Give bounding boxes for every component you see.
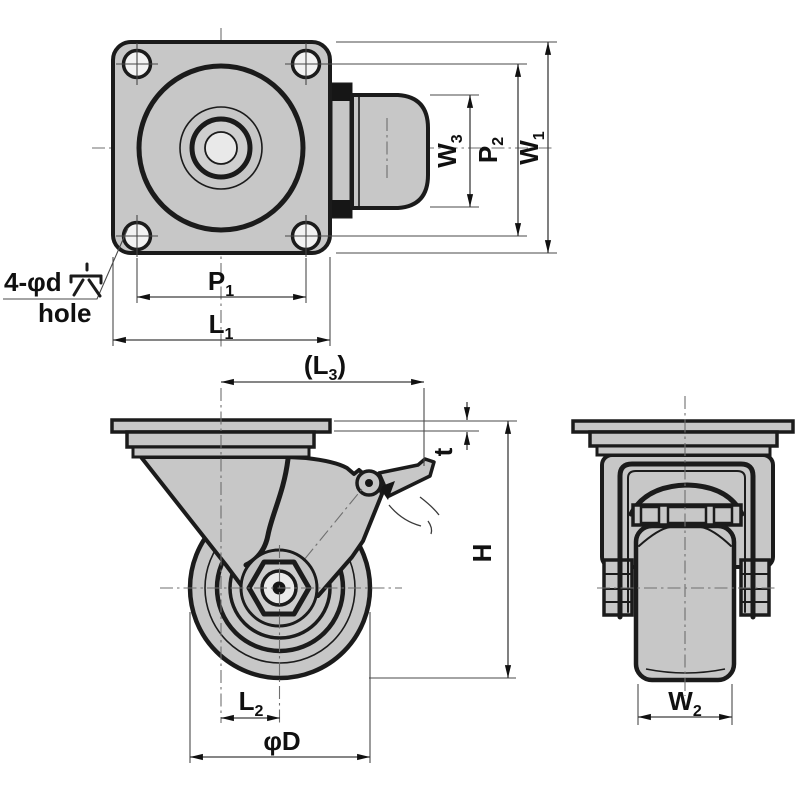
kingpin-center-circle: [204, 131, 238, 165]
dim-label-w3: W3: [432, 134, 466, 168]
front-view: W2: [571, 396, 795, 725]
brake-bar-segment: [639, 505, 661, 525]
bolt-hole-top-left: [116, 43, 158, 85]
top-view: 4-φd hole P1 L1 W3: [3, 28, 557, 348]
swivel-circle-mid: [179, 106, 263, 190]
dim-p1: P1: [136, 258, 307, 303]
dim-w3: W3: [430, 94, 479, 208]
fork-bracket-front: [617, 461, 756, 620]
brake-shoe-wedge: [379, 481, 395, 500]
dim-label-h: H: [467, 544, 497, 563]
dim-label-w1: W1: [514, 131, 548, 165]
hole-note-jp-text: 4-φd: [4, 267, 62, 297]
dim-l2: L2: [220, 686, 281, 722]
dim-w1: W1: [336, 41, 557, 254]
pedal-body: [350, 93, 430, 210]
fork-bracket-inner-line: [627, 470, 746, 613]
ana-kanji-glyph: [69, 262, 103, 298]
front-plate-layer-3: [595, 444, 772, 457]
brake-pedal-top-view: [329, 82, 430, 219]
dim-label-t: t: [428, 447, 458, 456]
hole-note-en-text: hole: [38, 298, 91, 328]
wheel-well-arch: [628, 482, 745, 517]
bolt-hole-bottom-left: [116, 215, 158, 257]
dim-p2: P2: [320, 63, 527, 237]
pedal-hinge: [329, 82, 353, 219]
wheel-bottom-line: [645, 668, 726, 674]
dim-label-w2: W2: [668, 686, 702, 720]
brake-bar-front: [631, 503, 743, 527]
brake-bar-segment: [712, 505, 734, 525]
front-plate-layer-2: [588, 430, 779, 448]
dim-w2: W2: [637, 684, 733, 725]
bolt-hole-bottom-right: [285, 215, 327, 257]
pedal-hinge-cap-top: [330, 84, 352, 101]
dim-label-l3: (L3): [304, 350, 346, 384]
dim-phid: φD: [189, 612, 371, 763]
dim-label-l2: L2: [239, 686, 264, 720]
dim-h: H: [467, 420, 512, 679]
wheel-tread-profile: [638, 526, 732, 547]
lever-motion-lines: [388, 496, 440, 535]
bolt-holes: [116, 43, 327, 257]
brake-pivot-dot: [365, 479, 373, 487]
brake-bar-segment: [666, 505, 708, 525]
pedal-hinge-cap-bottom: [330, 200, 352, 217]
swivel-fork-body: [139, 455, 384, 603]
dim-label-l1: L1: [209, 309, 234, 343]
dim-label-phid: φD: [263, 726, 300, 756]
dim-l3: (L3): [220, 350, 425, 466]
side-view: (L3) t H L2 φD: [110, 350, 517, 763]
dim-label-p2: P2: [473, 137, 507, 163]
hole-note-leader-line: [3, 227, 129, 300]
dim-t: t: [334, 402, 517, 456]
dim-l1: L1: [112, 257, 331, 346]
dim-label-p1: P1: [208, 266, 234, 300]
